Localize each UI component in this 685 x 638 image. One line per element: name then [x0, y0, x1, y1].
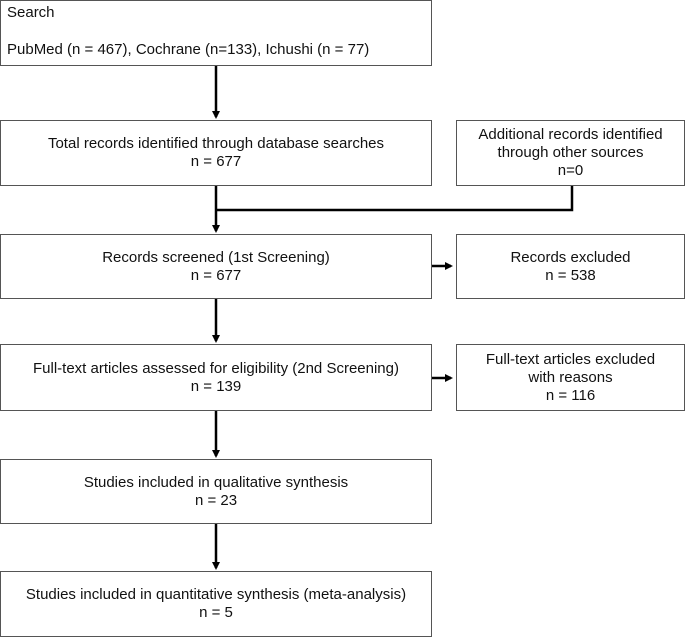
quantitative-title: Studies included in quantitative synthes…: [25, 586, 407, 603]
additional-count: n=0: [557, 162, 584, 179]
qualitative-title: Studies included in qualitative synthesi…: [83, 473, 349, 491]
search-sources: PubMed (n = 467), Cochrane (n=133), Ichu…: [7, 41, 370, 58]
screened-box: Records screened (1st Screening) n = 677: [0, 234, 432, 299]
additional-box: Additional records identified through ot…: [456, 120, 685, 186]
quantitative-box: Studies included in quantitative synthes…: [0, 571, 432, 637]
excluded-title: Records excluded: [510, 248, 631, 266]
additional-line1: Additional records identified: [478, 126, 663, 143]
screened-title: Records screened (1st Screening): [102, 248, 330, 266]
identified-title: Total records identified through databas…: [47, 135, 385, 152]
quantitative-count: n = 5: [199, 604, 233, 621]
connector-additional-merge: [216, 186, 574, 212]
fulltext-excluded-line2: with reasons: [528, 368, 613, 386]
identified-count: n = 677: [190, 153, 242, 170]
excluded-count: n = 538: [545, 266, 596, 284]
qualitative-count: n = 23: [194, 491, 238, 509]
screened-count: n = 677: [190, 266, 242, 284]
fulltext-box: Full-text articles assessed for eligibil…: [0, 344, 432, 411]
identified-box: Total records identified through databas…: [0, 120, 432, 186]
fulltext-title: Full-text articles assessed for eligibil…: [33, 359, 399, 377]
qualitative-box: Studies included in qualitative synthesi…: [0, 459, 432, 524]
fulltext-excluded-line1: Full-text articles excluded: [485, 350, 656, 368]
fulltext-count: n = 139: [190, 377, 242, 395]
fulltext-excluded-count: n = 116: [545, 386, 596, 404]
additional-line2: through other sources: [497, 144, 644, 161]
search-box: Search PubMed (n = 467), Cochrane (n=133…: [0, 0, 432, 66]
excluded-box: Records excluded n = 538: [456, 234, 685, 299]
fulltext-excluded-box: Full-text articles excluded with reasons…: [456, 344, 685, 411]
search-title: Search: [7, 4, 55, 21]
